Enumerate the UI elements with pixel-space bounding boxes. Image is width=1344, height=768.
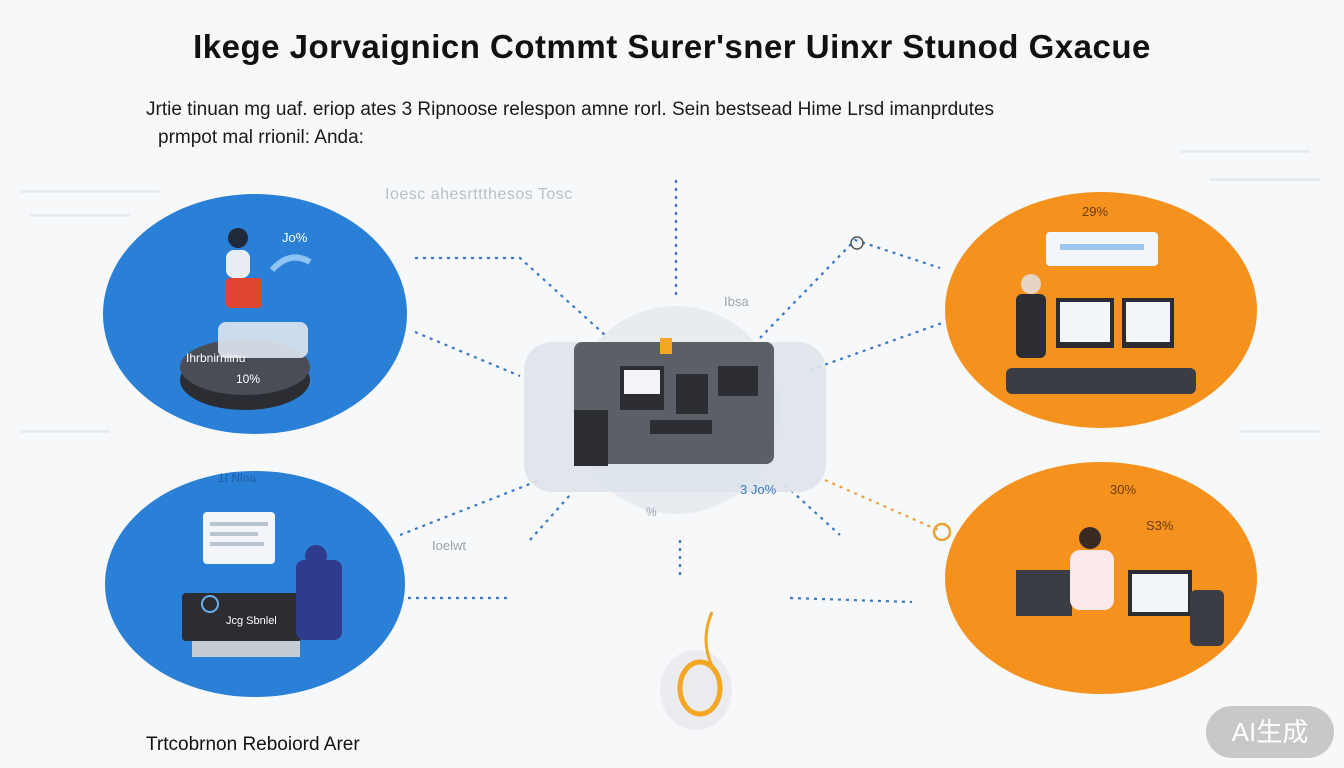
node-top-left-value: 10%	[236, 372, 260, 386]
connector-bottom-left-3	[529, 494, 571, 541]
footer-caption: Trtcobrnon Reboiord Arer	[146, 734, 360, 755]
document-card-icon	[203, 512, 275, 564]
node-bottom-right-badge-1: 30%	[1110, 482, 1136, 497]
connector-bottom-left-1	[399, 478, 541, 537]
person-icon	[228, 228, 248, 248]
connector-top-right-2	[809, 320, 946, 372]
node-center-badge-top: Ibsa	[724, 294, 749, 309]
person-icon	[305, 545, 327, 567]
node-top-right: 29%	[945, 192, 1257, 428]
floating-label-mid-right: 3 Jo%	[740, 482, 777, 497]
decorative-ring-icon	[660, 611, 732, 730]
subtitle-line-2: prmpot mal rrionil: Anda:	[158, 127, 364, 148]
node-center: Ibsa %	[524, 294, 826, 519]
node-top-left: Jo% Ihrbnirnlinu 10%	[103, 194, 407, 434]
ai-generated-watermark: AI生成	[1206, 706, 1334, 758]
connector-bottom-right-2	[824, 478, 939, 532]
connector-bottom-right-3	[789, 596, 913, 604]
node-center-badge-bottom: %	[646, 505, 657, 519]
connector-top-left-1	[415, 256, 606, 336]
connector-bottom-right-1	[784, 484, 841, 536]
subtitle: Jrtie tinuan mg uaf. eriop ates 3 Ripnoo…	[146, 96, 1206, 152]
floating-label-mid-left: Ioelwt	[432, 538, 466, 553]
node-top-right-badge: 29%	[1082, 204, 1108, 219]
node-bottom-right: 30% S3%	[945, 462, 1257, 694]
node-bottom-left: Jcg Sbnlel 1I Nloa	[105, 471, 405, 697]
node-top-left-badge: Jo%	[282, 230, 308, 245]
node-bottom-left-badge: 1I Nloa	[218, 471, 256, 485]
node-bottom-right-badge-2: S3%	[1146, 518, 1174, 533]
page-title: Ikege Jorvaignicn Cotmmt Surer'sner Uinx…	[193, 28, 1151, 65]
connector-top-right-1	[759, 238, 941, 339]
person-icon	[1021, 274, 1041, 294]
faint-caption: Ioesc ahesrttthesos Tosc	[385, 186, 573, 203]
subtitle-line-1: Jrtie tinuan mg uaf. eriop ates 3 Ripnoo…	[146, 99, 995, 120]
node-top-left-label: Ihrbnirnlinu	[186, 351, 245, 365]
person-icon	[1079, 527, 1101, 549]
connector-lines	[399, 180, 946, 604]
node-dot-icon	[932, 522, 952, 542]
connector-top-left-2	[414, 330, 521, 378]
node-dot-icon	[850, 236, 864, 250]
node-bottom-left-screen-label: Jcg Sbnlel	[226, 615, 277, 627]
device-screen-shape	[182, 593, 302, 641]
